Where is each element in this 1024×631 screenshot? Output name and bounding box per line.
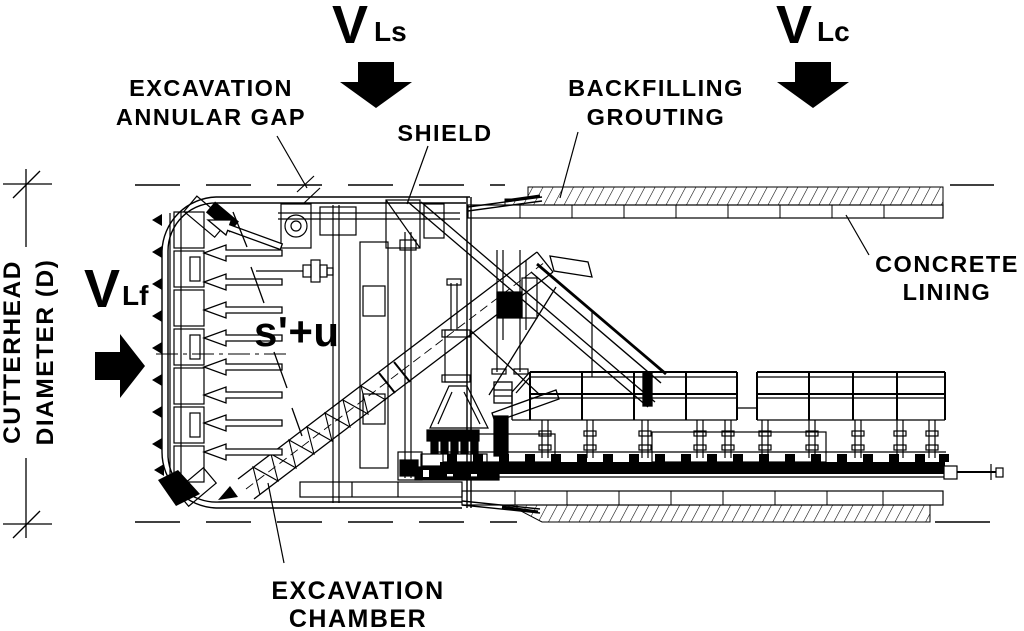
lining-label-line1: CONCRETE: [875, 251, 1019, 277]
vls-subscript: Ls: [374, 16, 407, 47]
vlf-symbol: V: [84, 259, 120, 319]
vlc-down-arrow-icon: [777, 62, 849, 108]
chamber-label-line1: EXCAVATION: [271, 577, 444, 605]
cutterhead-dim-label-line2: DIAMETER (D): [32, 259, 59, 446]
concrete-lining-segments: [461, 204, 944, 506]
vlc-symbol: V: [776, 0, 812, 55]
chamber-label-line2: CHAMBER: [289, 605, 427, 631]
grouting-label-line1: BACKFILLING: [568, 75, 744, 101]
annular-gap-label-line2: ANNULAR GAP: [116, 104, 306, 130]
diameter-dimension: [3, 169, 52, 539]
shield-label: SHIELD: [397, 120, 492, 146]
lining-label-line2: LINING: [903, 279, 992, 305]
train-track: [438, 431, 1004, 480]
annular-gap-label-line1: EXCAVATION: [129, 75, 293, 101]
vls-down-arrow-icon: [340, 62, 412, 108]
vlf-subscript: Lf: [122, 280, 149, 311]
grouting-label-line2: GROUTING: [587, 104, 726, 130]
machine-internals: [256, 199, 593, 503]
backfill-grouting-hatch: [504, 186, 944, 523]
vls-symbol: V: [332, 0, 368, 55]
vlc-subscript: Lc: [817, 16, 850, 47]
leader-lines: [267, 131, 870, 564]
vlf-right-arrow-icon: [95, 334, 145, 398]
belt-conveyor: [407, 201, 667, 423]
tunnel-boundary-lines: [135, 184, 994, 523]
face-pressure-label: s'+u: [254, 308, 340, 355]
cutterhead-dim-label-line1: CUTTERHEAD: [0, 260, 26, 444]
face-pressure-arrows: [203, 211, 303, 461]
cutterhead: [151, 195, 239, 508]
backup-gantry: [493, 371, 946, 459]
screw-conveyor: [218, 251, 593, 500]
